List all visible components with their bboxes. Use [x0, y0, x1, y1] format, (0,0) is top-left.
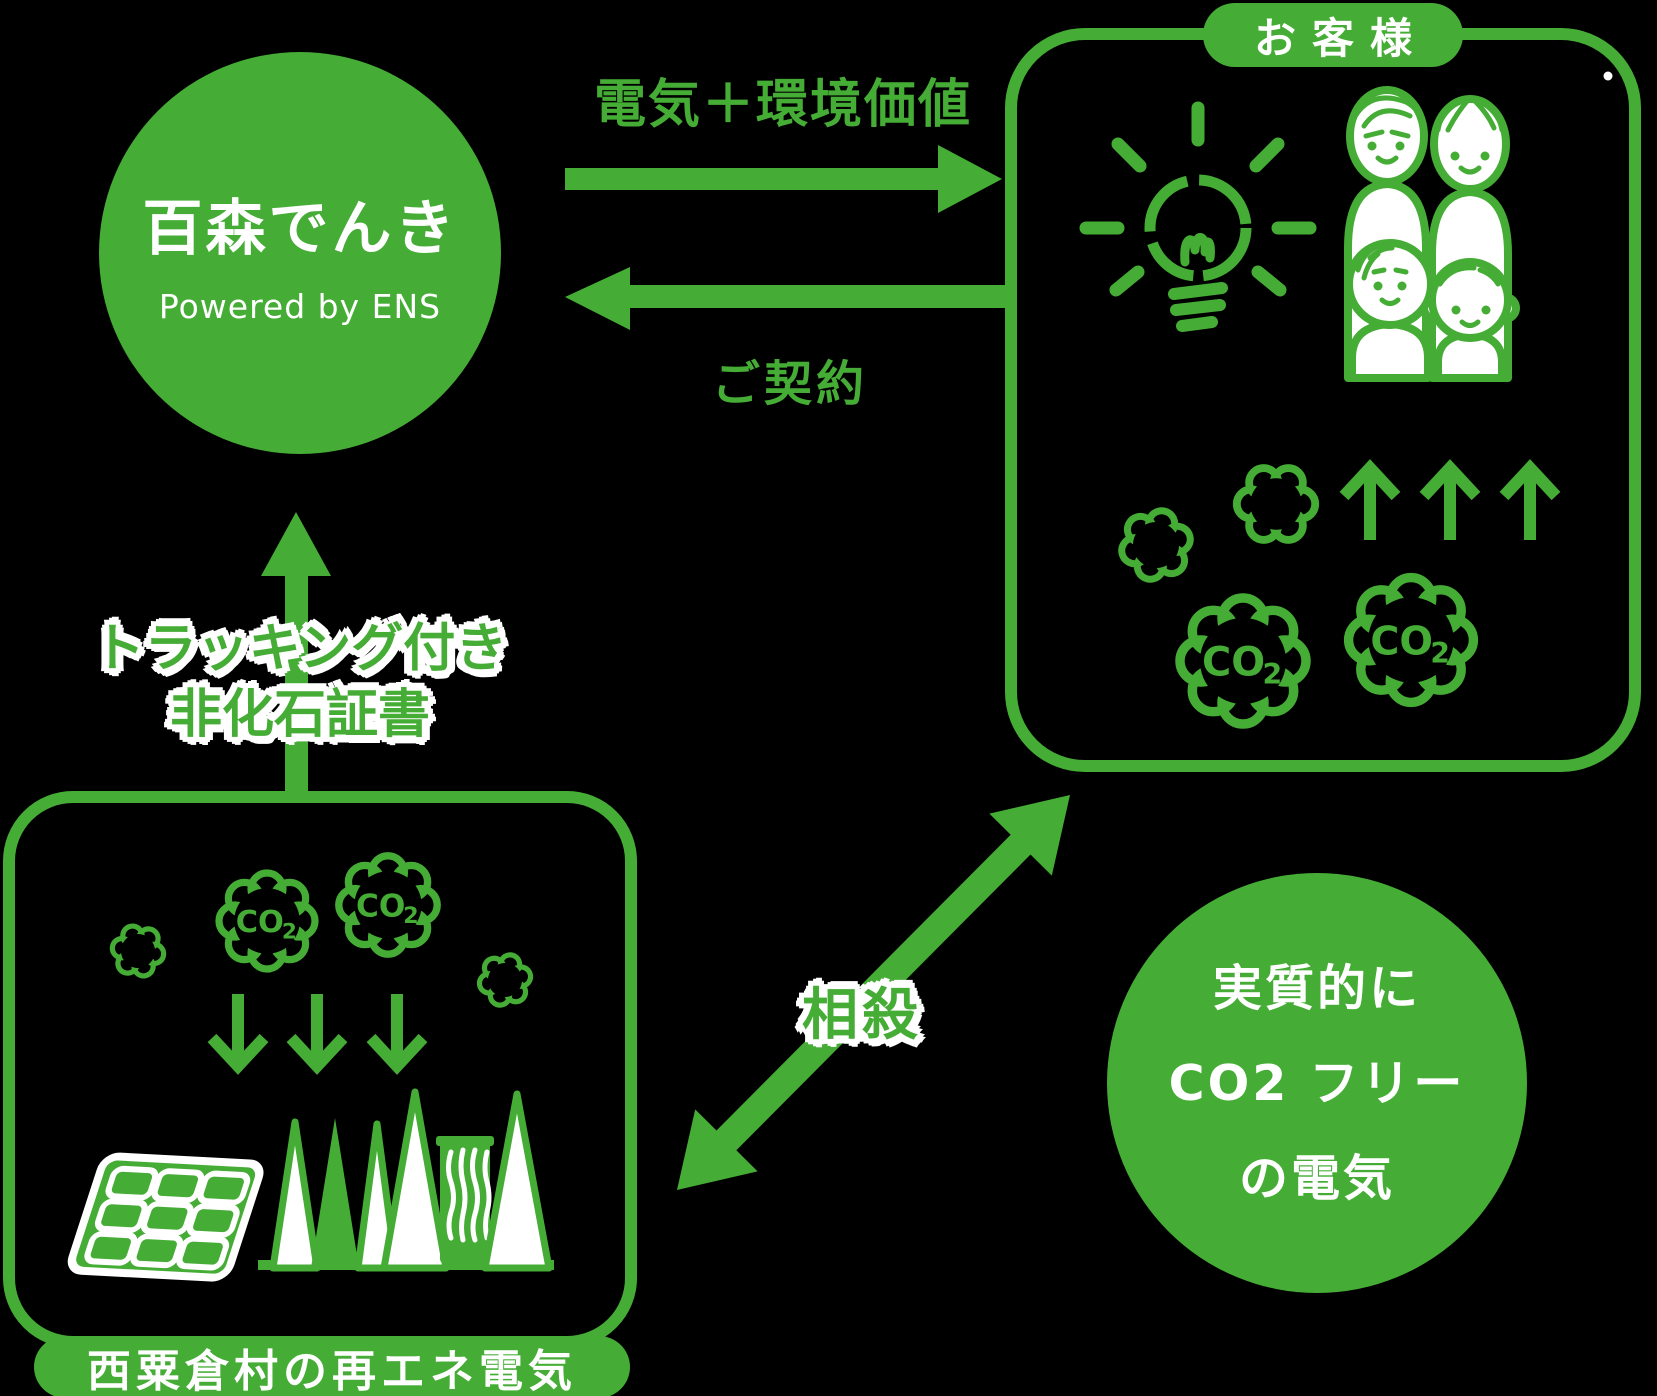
cloud-icon	[1237, 468, 1315, 540]
co2-cloud-icon	[1349, 578, 1474, 703]
up-arrow-icon	[1504, 468, 1556, 540]
up-arrow-icon	[1424, 468, 1476, 540]
customer-box	[1005, 28, 1641, 772]
supplier-powered-by: Powered by ENS	[158, 287, 442, 326]
co2-cloud-icon	[1180, 598, 1306, 724]
supply-label: 電気＋環境価値	[593, 75, 972, 135]
down-arrow-icon	[212, 994, 264, 1066]
family-icon	[1344, 86, 1520, 382]
result-line-2: CO2 フリー	[1168, 1054, 1466, 1112]
cloud-icon	[475, 951, 536, 1008]
offset-arrow	[677, 795, 1070, 1190]
certificate-label: トラッキング付き 非化石証書	[60, 616, 540, 748]
certificate-label-line2: 非化石証書	[169, 685, 430, 745]
certificate-arrow	[261, 512, 331, 791]
certificate-label-line1: トラッキング付き	[92, 619, 508, 679]
cloud-icon	[1114, 505, 1198, 585]
result-line-1: 実質的に	[1212, 959, 1421, 1017]
white-speck	[1603, 71, 1613, 81]
source-label-pill: 西粟倉村の再エネ電気	[34, 1336, 630, 1396]
supplier-circle: 百森でんき Powered by ENS	[99, 52, 501, 454]
supply-arrow	[565, 145, 1002, 213]
co2-cloud-icon	[219, 873, 315, 969]
down-arrow-icon	[371, 994, 423, 1066]
solar-panel-icon	[67, 1152, 264, 1282]
waterfall-icon	[446, 1147, 492, 1243]
down-arrow-icon	[291, 994, 343, 1066]
lightbulb-icon	[1079, 101, 1317, 332]
supplier-name: 百森でんき	[142, 194, 458, 264]
contract-label: ご契約	[711, 356, 868, 412]
customer-label-pill: お客様	[1203, 3, 1463, 67]
result-circle: 実質的に CO2 フリー の電気	[1107, 873, 1527, 1293]
up-arrow-icon	[1344, 468, 1396, 540]
offset-label: 相殺	[802, 983, 922, 1048]
cloud-icon	[108, 923, 167, 979]
result-line-3: の電気	[1238, 1149, 1395, 1207]
contract-arrow	[565, 267, 1008, 330]
forest-icon	[258, 1088, 554, 1272]
co2-cloud-icon	[339, 856, 437, 954]
